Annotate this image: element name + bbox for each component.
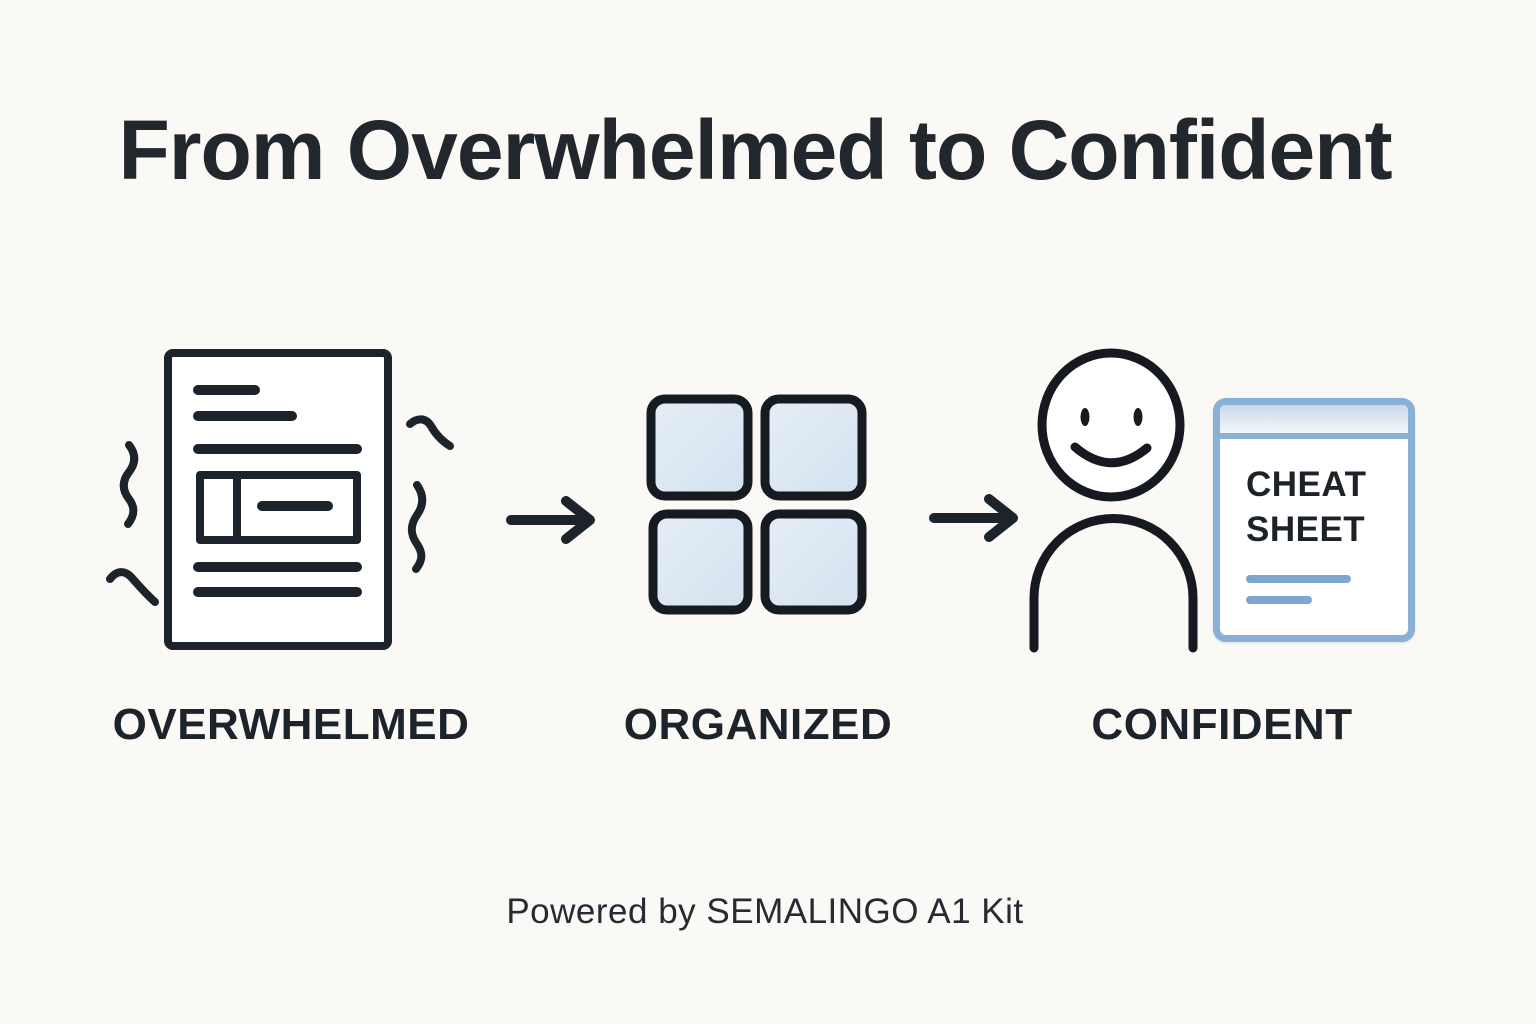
grid-square	[760, 394, 867, 501]
cheat-sheet-title-line2: SHEET	[1246, 509, 1366, 549]
cheat-sheet-rule-line	[1246, 575, 1351, 583]
page-title: From Overwhelmed to Confident	[118, 103, 1392, 197]
cheat-sheet-title-line1: CHEAT	[1246, 465, 1367, 504]
grid-square	[760, 509, 867, 615]
arrow-right-icon	[929, 494, 1018, 542]
document-table	[196, 471, 361, 544]
grid-square	[646, 394, 753, 501]
stress-squiggle-icon	[106, 568, 159, 606]
person-eye	[1080, 408, 1090, 426]
stage-label-overwhelmed: OVERWHELMED	[112, 700, 470, 749]
footer-credit: Powered by SEMALINGO A1 Kit	[506, 892, 1024, 931]
person-smile	[1070, 442, 1152, 468]
cheat-sheet-title: CHEAT SHEET	[1246, 463, 1408, 553]
arrow-right-icon	[506, 496, 595, 544]
grid-square	[648, 509, 753, 615]
cheat-sheet-card: CHEAT SHEET	[1213, 398, 1415, 642]
person-head	[1037, 348, 1185, 502]
person-body	[1029, 514, 1198, 653]
document-icon	[106, 349, 454, 650]
grid-icon	[646, 394, 867, 615]
person-smiley-icon	[1029, 348, 1198, 653]
stress-squiggle-icon	[407, 481, 427, 573]
stress-squiggle-icon	[406, 415, 454, 450]
cheat-sheet-header-bar	[1220, 405, 1408, 439]
document-page	[164, 349, 392, 650]
stress-squiggle-icon	[119, 441, 139, 528]
stage-label-organized: ORGANIZED	[623, 700, 893, 749]
cheat-sheet-rule-line	[1246, 596, 1312, 604]
stage-label-confident: CONFIDENT	[1091, 700, 1353, 749]
person-eye	[1133, 408, 1143, 426]
